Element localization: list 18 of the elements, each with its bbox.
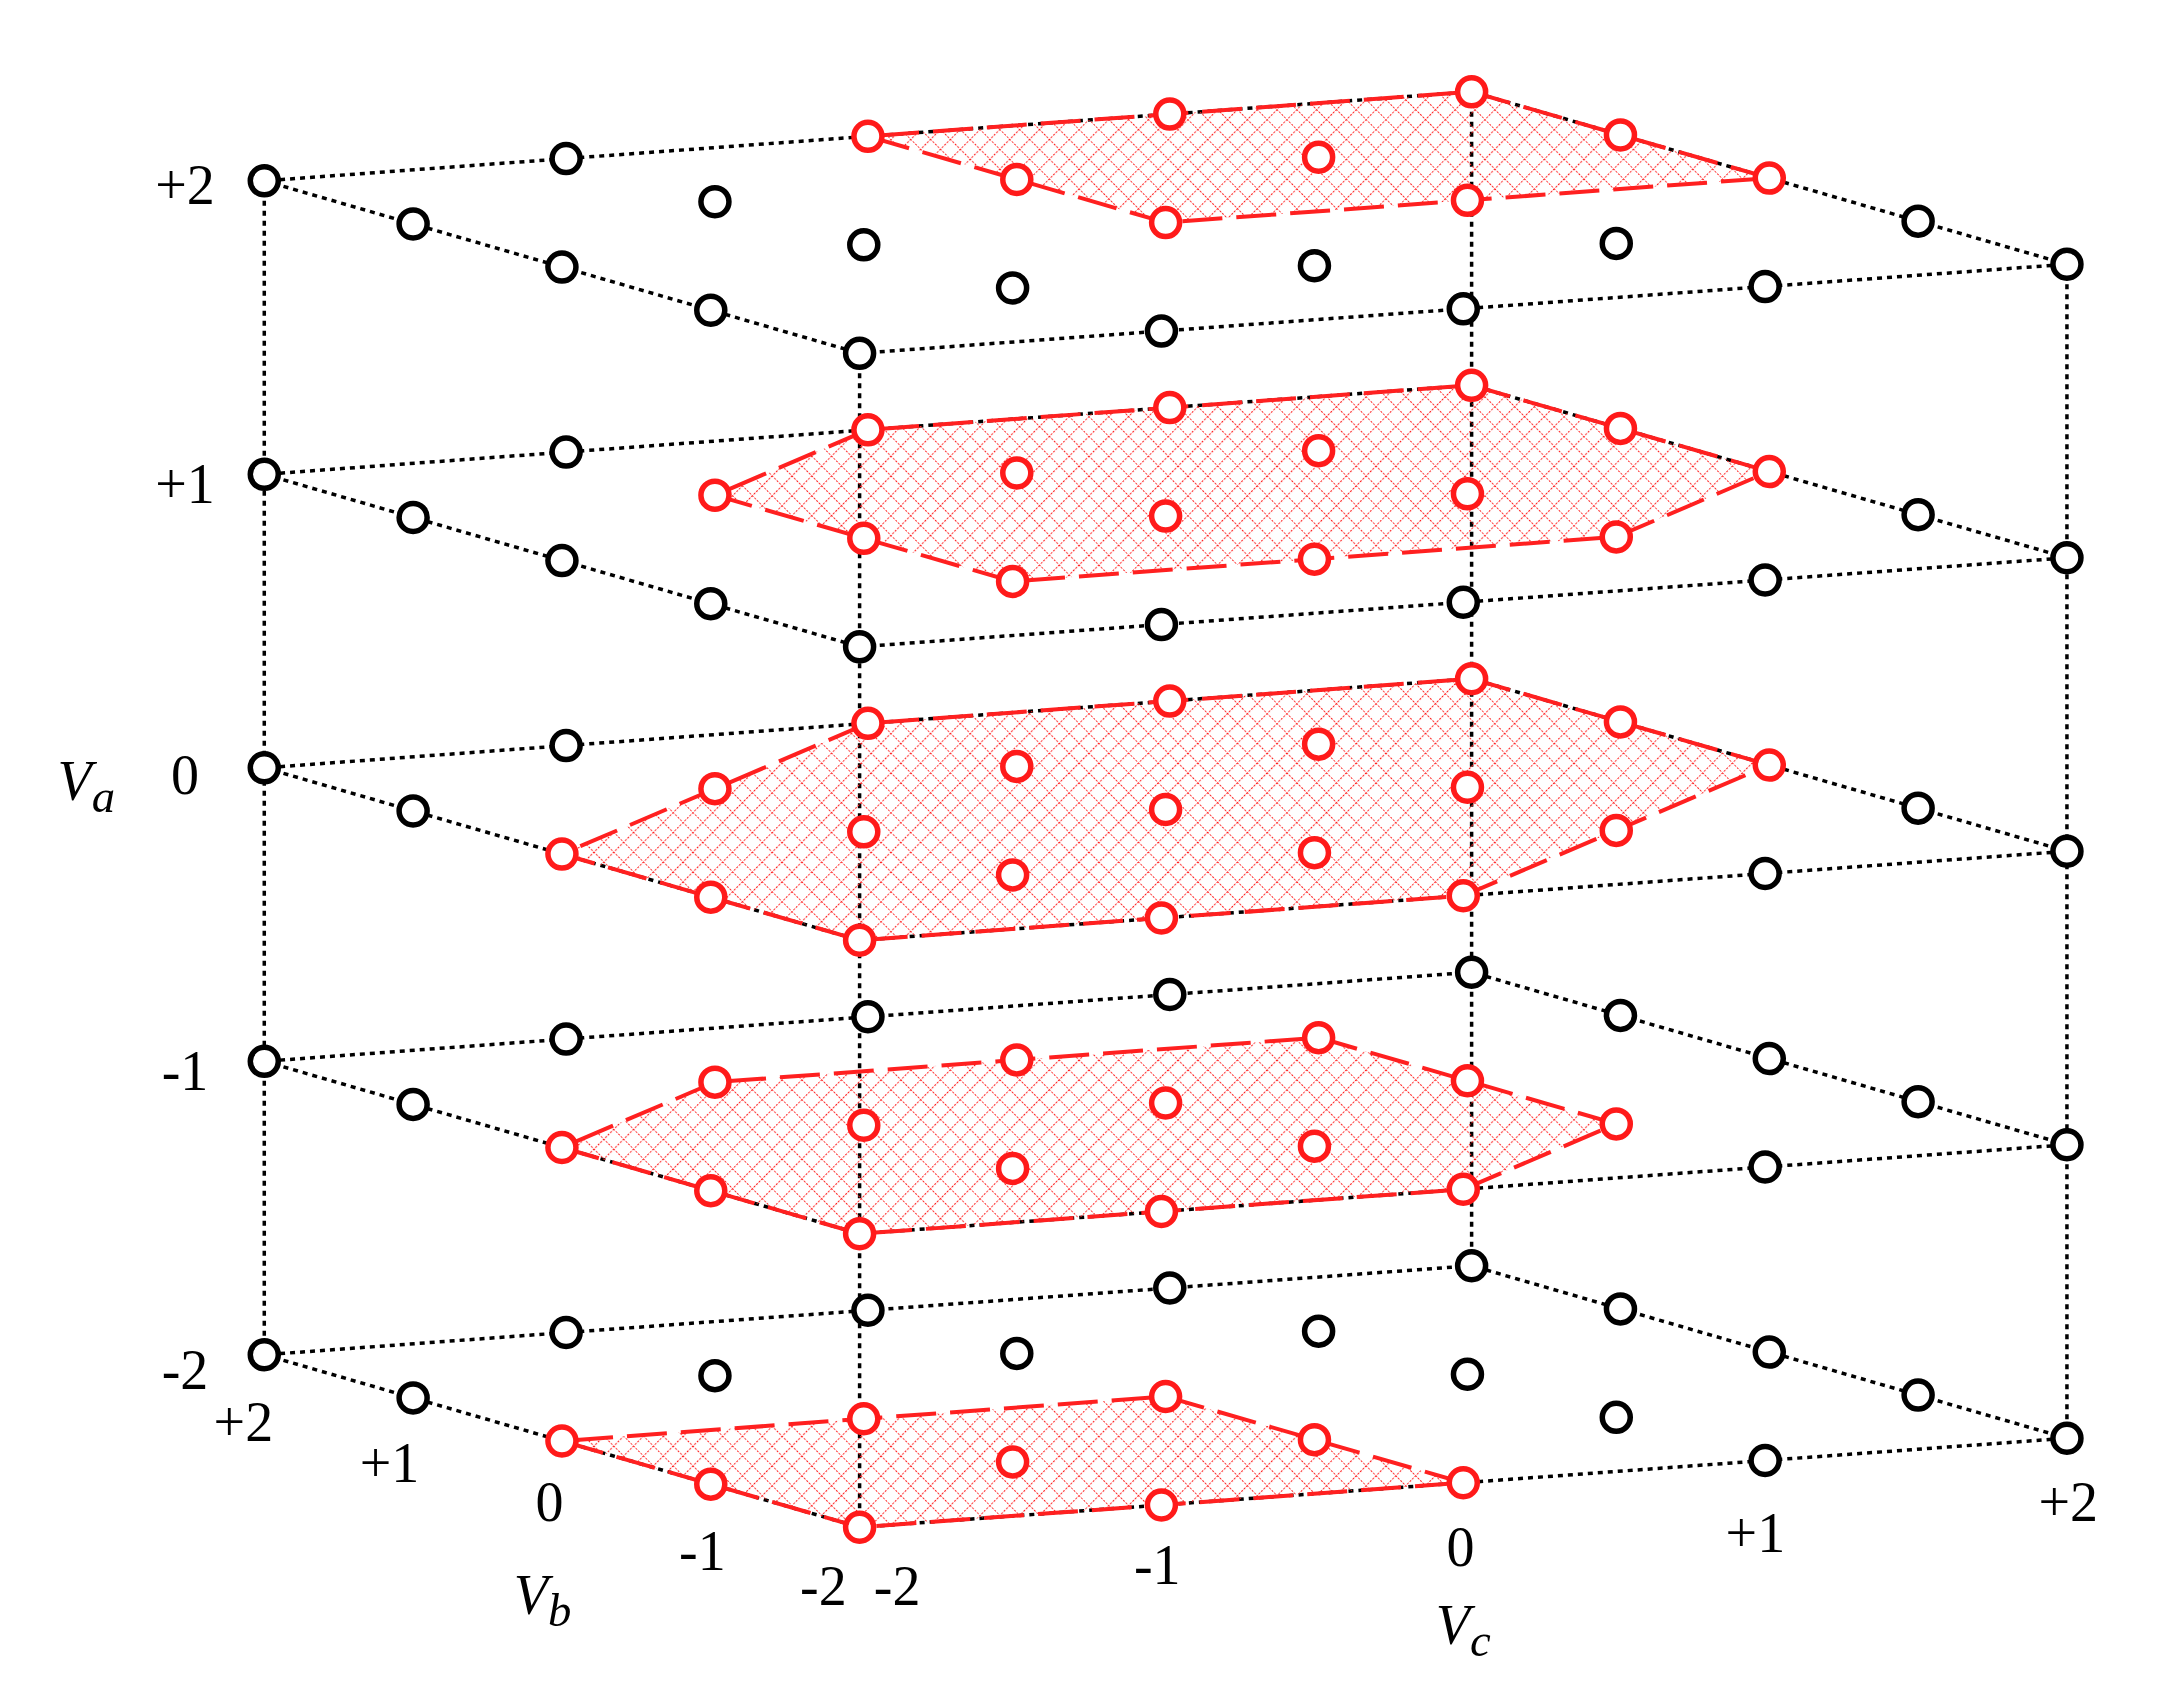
axis-tick-label: -2 — [800, 1557, 847, 1614]
axis-tick-label: 0 — [1446, 1518, 1475, 1575]
axis-tick-label: -1 — [1133, 1536, 1181, 1593]
axis-tick-label: +2 — [155, 157, 215, 213]
axis-title: V$_{a}$ — [57, 752, 115, 820]
axis-tick-label: -1 — [161, 1043, 209, 1099]
axis-tick-label: +1 — [155, 456, 215, 513]
axis-tick-label: +2 — [213, 1393, 274, 1450]
axis-title: V$_{c}$ — [1435, 1596, 1491, 1664]
axis-tick-label: 0 — [171, 746, 199, 803]
axis-tick-label: +2 — [2038, 1474, 2099, 1531]
axis-tick-label: -2 — [873, 1557, 921, 1614]
axis-tick-label: 0 — [535, 1474, 564, 1531]
axis-tick-label: -1 — [679, 1522, 726, 1579]
axis-tick-label: +1 — [1725, 1504, 1786, 1561]
axis-tick-label: -2 — [161, 1342, 209, 1399]
axis-title: V$_{b}$ — [513, 1566, 572, 1633]
axis-tick-label: +1 — [359, 1435, 420, 1492]
